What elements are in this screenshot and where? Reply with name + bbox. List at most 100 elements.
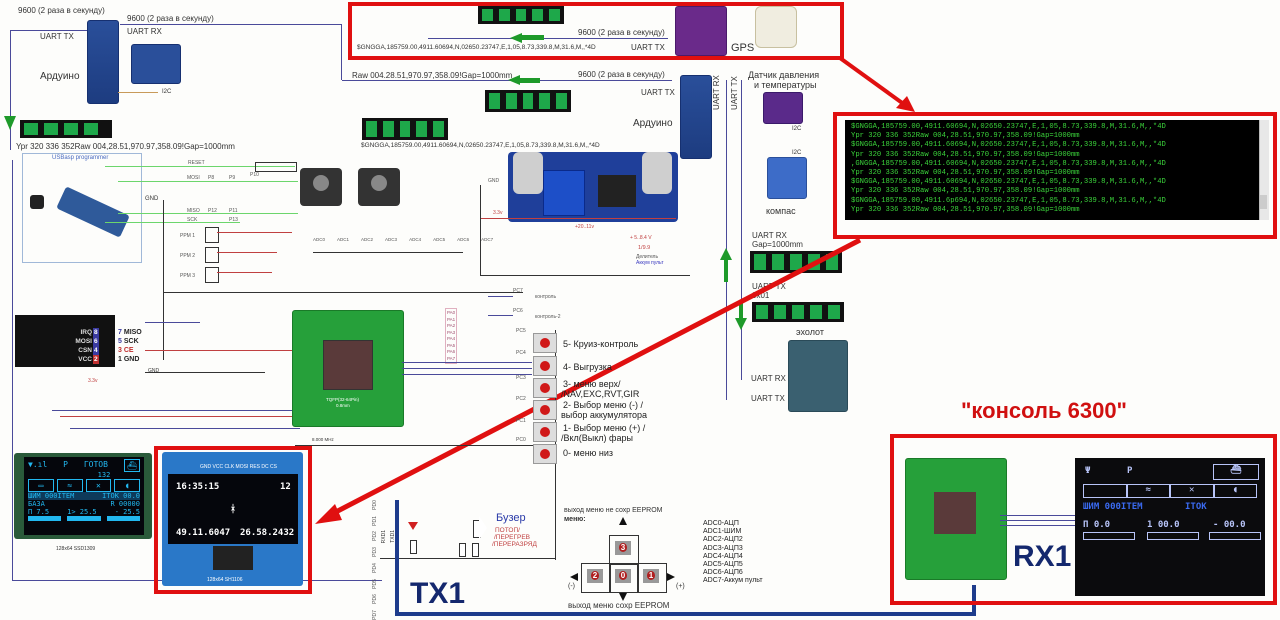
oled2-latitude: 49.11.6047: [176, 528, 231, 538]
buzzer-title: Бузер: [496, 512, 526, 524]
divider-label: Делитель: [636, 254, 659, 260]
menu-key-3[interactable]: 3: [615, 541, 631, 555]
arduino-label-2: Ардуино: [633, 118, 673, 129]
mcu-bus-1: [402, 362, 532, 363]
terminal-highlight-box: [833, 112, 1277, 239]
console-wave-icon: ≈: [1126, 484, 1170, 498]
data-tape-tx: [752, 302, 844, 322]
sonar-label: эхолот: [796, 327, 824, 337]
oled1-icon-row: ▭ ≈ ✕ ◖: [28, 479, 140, 492]
power-red-wire: [481, 218, 676, 219]
terminal-line: Ypr 320 336 352Raw 004,28.51,970.97,358.…: [851, 169, 1080, 178]
button-pc1-menu-plus[interactable]: [533, 422, 557, 442]
oled1-value: 132: [97, 471, 111, 479]
key-number: 2: [590, 571, 600, 580]
oled2-pins: GND VCC CLK MOSI RES DC CS: [200, 464, 277, 470]
programmer-frame: [22, 153, 142, 263]
console6300-highlight-box: [890, 434, 1277, 605]
nrf-left-nums: 8 6 4 2: [93, 328, 99, 364]
arrow-left-icon-2: [508, 75, 520, 85]
button-pc2-menu-minus[interactable]: [533, 400, 557, 420]
compass-board: [767, 157, 807, 199]
console-bus-1: [1000, 515, 1080, 516]
gnd-wire-vertical: [163, 200, 164, 360]
terminal-scrollbar[interactable]: [1259, 120, 1269, 220]
pressure-sensor-label-2: и температуры: [754, 80, 817, 90]
pa-pin: PA2: [447, 323, 456, 328]
adc-label: ADC4: [409, 237, 422, 242]
ypr-line-label: Ypr 320 336 352Raw 004,28.51,970.97,358.…: [16, 142, 235, 151]
power-gnd-vertical: [480, 185, 481, 275]
oled1-p-val: П 7.5: [28, 508, 50, 516]
label-p10: P10: [250, 172, 259, 178]
gps-baud-label: 9600 (2 раза в секунду): [578, 28, 665, 37]
adc-label: ADC7: [481, 237, 494, 242]
adc-label: ADC1: [337, 237, 350, 242]
power-vin: +20..11v: [575, 224, 594, 230]
signal-icon: ▼.ıl: [28, 460, 48, 469]
red-wire-ppm2: [217, 252, 277, 253]
menu-key-3-cell: [609, 535, 639, 565]
menu-key-1-cell: [637, 563, 667, 593]
buzzer-resistor-1: [459, 543, 466, 557]
console-p: P: [1127, 466, 1133, 476]
console-bus-2: [1000, 520, 1080, 521]
programmer-gnd: GND: [145, 196, 159, 202]
pd-label: PD3: [372, 547, 378, 557]
button-pc4-unload[interactable]: [533, 356, 557, 376]
green-wire-1: [105, 166, 295, 167]
nrf-num: 5: [118, 338, 122, 345]
arrow-down-icon: [4, 116, 16, 130]
oled2-sats: 12: [280, 482, 291, 492]
arrow-up-icon: [720, 248, 732, 260]
arrow-head-2: [315, 504, 342, 524]
button-pc5-cruise[interactable]: [533, 333, 557, 353]
uart-tx-label: UART TX: [40, 32, 74, 41]
gps-module-board: [675, 6, 727, 56]
menu-key-1[interactable]: 1: [643, 569, 659, 583]
label-p12: P12: [208, 208, 217, 214]
adc-item: ADC4-АЦП4: [703, 552, 743, 560]
uart-rx-label: UART RX: [127, 27, 162, 36]
wave-icon: ≈: [56, 479, 83, 492]
power-33v: 3.3v: [493, 210, 503, 216]
menu-plus-label: (+): [676, 583, 685, 590]
power-gnd: GND: [488, 178, 500, 184]
button-pc0-menu-down[interactable]: [533, 444, 557, 464]
wire-i2c-1: [118, 92, 158, 93]
bus-wire-1: [52, 410, 300, 411]
oled1-caption: 128x64 SSD1309: [56, 546, 96, 552]
wire-uart-tx: [10, 30, 90, 31]
pressure-sensor-board: [763, 92, 803, 124]
menu-key-2[interactable]: 2: [587, 569, 603, 583]
arduino-board-2: [680, 75, 712, 159]
adc-item: ADC6-АЦП6: [703, 569, 743, 577]
key-number: 1: [646, 571, 656, 580]
adc-label: ADC2: [361, 237, 374, 242]
gps-highlight-box: [348, 2, 844, 60]
oled2-caption: 128x64 SH1106: [207, 577, 243, 583]
serial-header: [255, 162, 297, 172]
label-p13: P13: [229, 217, 238, 223]
rx1-label: RX1: [1013, 540, 1072, 573]
nrf-33v-label: 3.3v: [88, 378, 98, 384]
button-port-pc0: PC0: [516, 437, 526, 443]
adc-label: ADC0: [313, 237, 326, 242]
arrow-terminal-to-oled: [328, 237, 862, 518]
wire-uart-tx-vertical: [10, 30, 11, 150]
label-p9: P9: [229, 175, 236, 181]
terminal-scrollbar-thumb[interactable]: [1260, 195, 1267, 209]
menu-key-2-cell: [581, 563, 611, 593]
menu-key-0[interactable]: 0: [615, 569, 631, 583]
arrow-gps-to-terminal: [838, 56, 907, 107]
button-pc3-menu-up[interactable]: [533, 378, 557, 398]
crystal-label: 8.000 MHz: [312, 437, 334, 442]
button-pc2-label-2: выбор аккумулятора: [561, 410, 648, 420]
ppm-3-label: PPM 3: [180, 273, 196, 279]
console-minus-val: - 00.0: [1213, 520, 1246, 530]
led-resistor: [410, 540, 417, 554]
console-bus-3: [1000, 525, 1080, 526]
button-port-pc5: PC5: [516, 328, 526, 334]
label-mosi: MOSI: [187, 175, 200, 181]
oled1-row4: БАЗА R 00000: [28, 500, 140, 508]
